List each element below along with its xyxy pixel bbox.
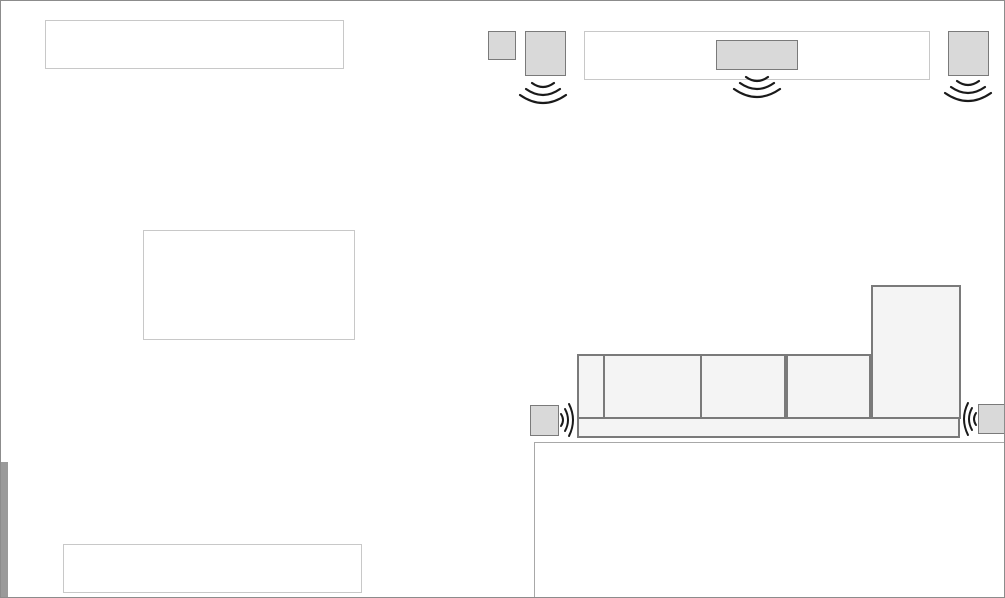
- top-left-panel: [45, 20, 344, 69]
- sofa-base: [577, 417, 960, 438]
- small-speaker-top: [488, 31, 516, 60]
- bottom-right-area: [534, 442, 1004, 597]
- sofa-seat-3: [786, 354, 871, 419]
- surround-left-speaker: [530, 405, 559, 436]
- sound-wave-icon: [732, 75, 782, 99]
- sound-wave-icon: [518, 81, 568, 105]
- sofa-seat-2: [700, 354, 786, 419]
- middle-left-panel: [143, 230, 355, 340]
- center-speaker: [716, 40, 798, 70]
- sound-wave-icon: [560, 403, 574, 437]
- sound-wave-icon: [963, 402, 977, 436]
- sound-wave-icon: [943, 79, 993, 103]
- sofa-armrest-left: [577, 354, 605, 419]
- front-left-speaker: [525, 31, 566, 76]
- left-edge-bar: [1, 462, 8, 597]
- surround-right-speaker: [978, 404, 1004, 434]
- sofa-seat-1: [603, 354, 702, 419]
- bottom-left-panel: [63, 544, 362, 593]
- front-right-speaker: [948, 31, 989, 76]
- sofa-chaise: [871, 285, 961, 419]
